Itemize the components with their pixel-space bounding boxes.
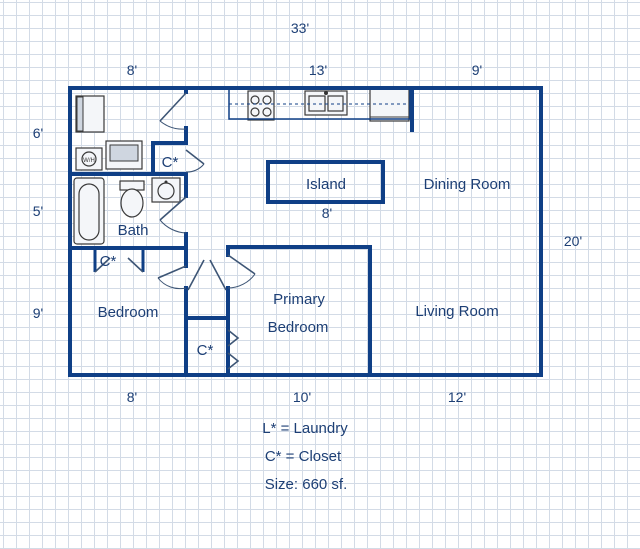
door-primary-bedroom bbox=[227, 254, 256, 289]
kitchen-island bbox=[266, 160, 385, 204]
bathroom-sink bbox=[151, 177, 181, 203]
dimension-right: 20' bbox=[564, 233, 582, 249]
dimension-total-width: 33' bbox=[291, 20, 309, 36]
dimension-bottom-middle: 10' bbox=[293, 389, 311, 405]
svg-text:W/H: W/H bbox=[83, 158, 95, 164]
dimension-bottom-right: 12' bbox=[448, 389, 466, 405]
door-laundry bbox=[159, 92, 187, 130]
dimension-left-bottom: 9' bbox=[33, 305, 43, 321]
kitchen-sink bbox=[304, 90, 348, 116]
bedroom-closet-label: C* bbox=[100, 253, 117, 270]
dryer bbox=[105, 140, 143, 170]
legend-size: Size: 660 sf. bbox=[265, 476, 348, 493]
living-room-label: Living Room bbox=[415, 303, 498, 320]
island-label: Island bbox=[306, 176, 346, 193]
dimension-top-right: 9' bbox=[472, 62, 482, 78]
laundry-closet-label: C* bbox=[162, 154, 179, 171]
door-hall-closet bbox=[187, 259, 227, 291]
dimension-top-middle: 13' bbox=[309, 62, 327, 78]
exterior-wall bbox=[68, 86, 543, 377]
dimension-left-middle: 5' bbox=[33, 203, 43, 219]
dimension-island: 8' bbox=[322, 205, 332, 221]
legend-laundry: L* = Laundry bbox=[262, 420, 348, 437]
primary-bedroom-label-line1: Primary bbox=[273, 291, 325, 308]
toilet bbox=[119, 180, 145, 218]
washer: W/H bbox=[75, 147, 103, 171]
primary-bedroom-label-line2: Bedroom bbox=[268, 319, 329, 336]
door-laundry-closet bbox=[185, 149, 205, 173]
door-bath bbox=[159, 196, 187, 234]
bedroom-label: Bedroom bbox=[98, 304, 159, 321]
door-primary-closet bbox=[227, 329, 240, 370]
walls bbox=[68, 86, 543, 377]
dishwasher bbox=[369, 88, 410, 122]
door-bedroom bbox=[157, 265, 187, 290]
dimension-bottom-left: 8' bbox=[127, 389, 137, 405]
dimension-top-left: 8' bbox=[127, 62, 137, 78]
bathtub bbox=[73, 177, 105, 245]
bath-label: Bath bbox=[118, 222, 149, 239]
closet-partitions bbox=[93, 248, 145, 272]
dining-room-label: Dining Room bbox=[424, 176, 511, 193]
legend-closet: C* = Closet bbox=[265, 448, 342, 465]
door-bedroom-closet bbox=[94, 257, 144, 273]
dimension-left-top: 6' bbox=[33, 125, 43, 141]
stove bbox=[247, 90, 275, 121]
refrigerator bbox=[75, 95, 105, 133]
hall-closet-label: C* bbox=[197, 342, 214, 359]
